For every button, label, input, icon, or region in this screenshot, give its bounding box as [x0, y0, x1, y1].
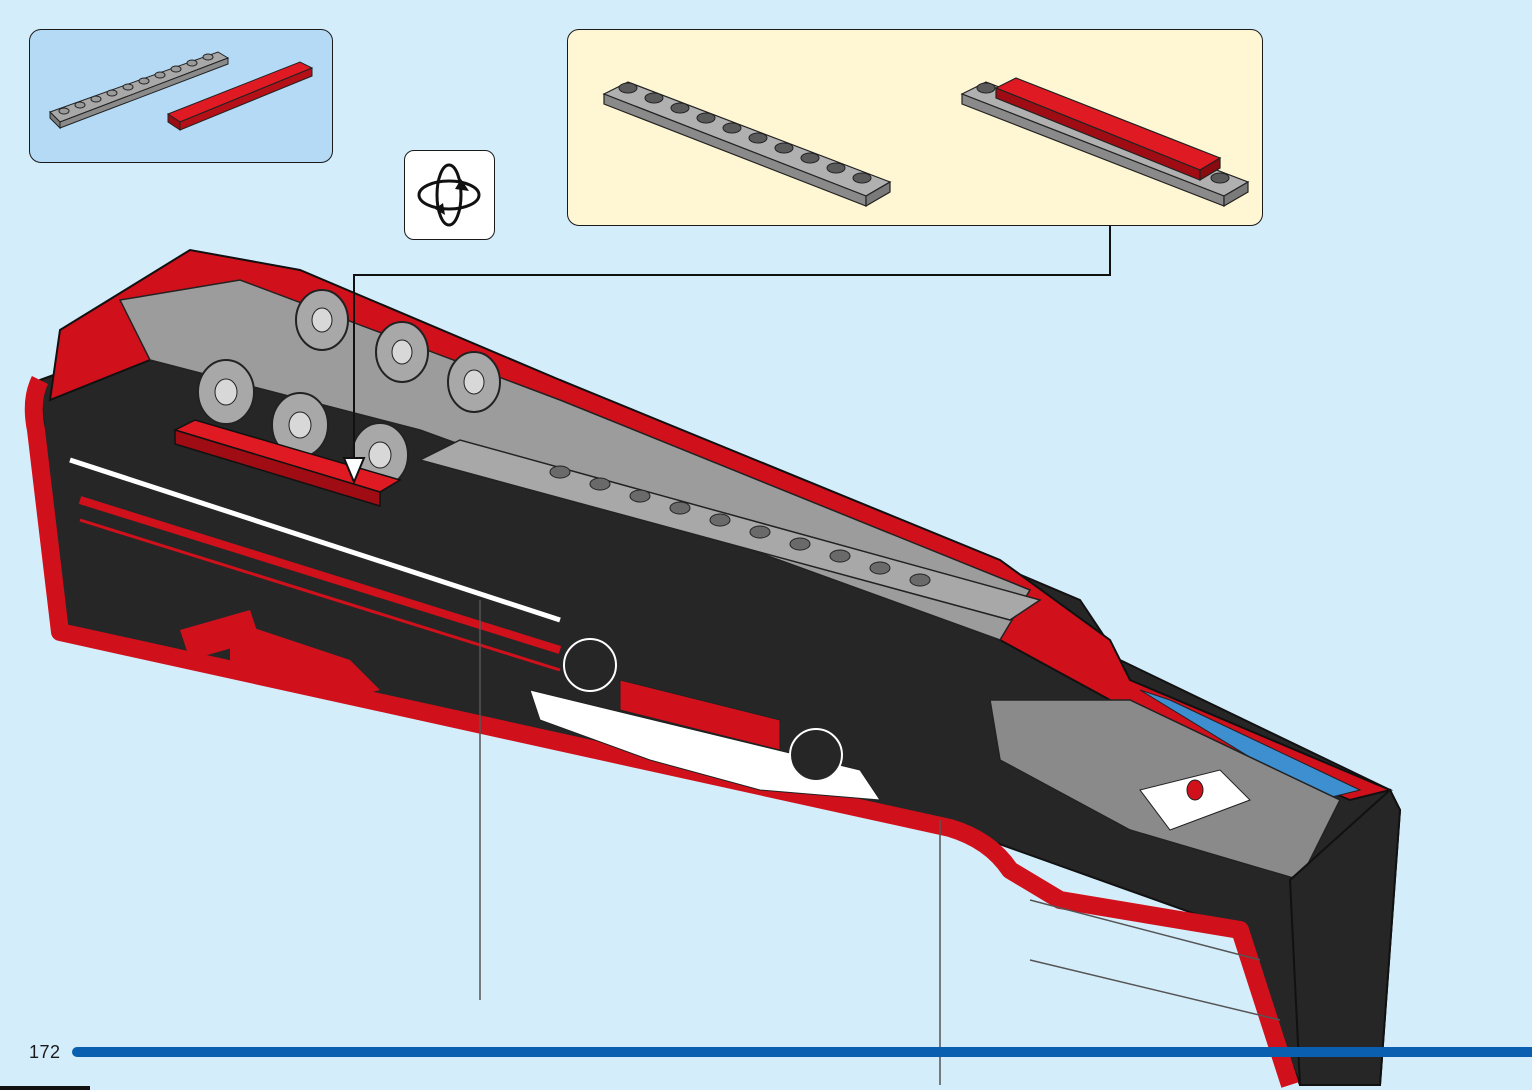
progress-bar	[72, 1047, 1532, 1057]
bottom-edge-mark	[0, 1086, 90, 1090]
page-number: 172	[29, 1042, 61, 1063]
